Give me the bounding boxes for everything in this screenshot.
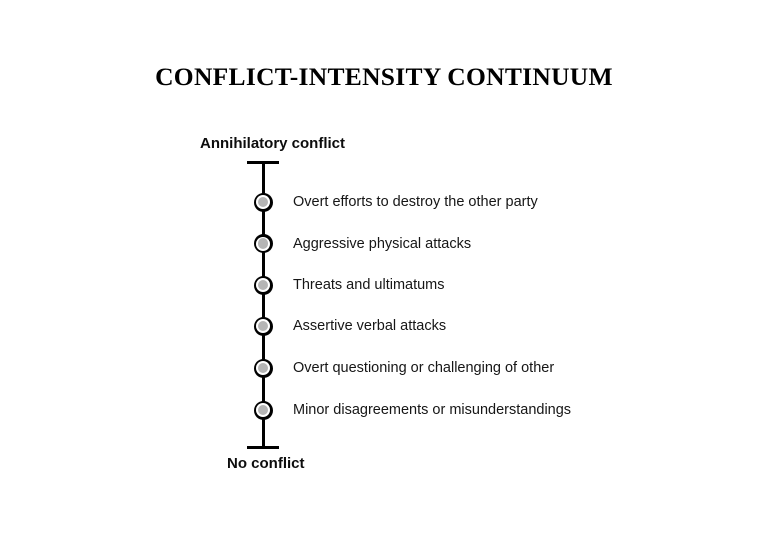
level-label: Aggressive physical attacks xyxy=(293,235,472,252)
continuum-level: Overt questioning or challenging of othe… xyxy=(253,358,555,378)
continuum-level: Overt efforts to destroy the other party xyxy=(253,192,538,212)
continuum-bottom-label: No conflict xyxy=(227,455,305,472)
level-label: Threats and ultimatums xyxy=(293,277,445,293)
level-label: Assertive verbal attacks xyxy=(293,318,447,334)
level-node-core xyxy=(257,196,269,208)
level-node-core xyxy=(257,320,269,332)
level-node-circle xyxy=(253,234,273,253)
level-node-circle xyxy=(253,358,273,378)
level-node-gap xyxy=(256,278,270,292)
level-node-core xyxy=(257,279,269,291)
level-node-core xyxy=(257,404,269,416)
level-node-circle xyxy=(253,400,273,420)
level-node-circle xyxy=(253,316,273,336)
continuum-level: Threats and ultimatums xyxy=(253,275,445,295)
level-node-circle xyxy=(253,275,273,295)
level-label: Minor disagreements or misunderstandings xyxy=(293,402,572,418)
level-label: Overt efforts to destroy the other party xyxy=(293,194,538,210)
diagram-title: CONFLICT-INTENSITY CONTINUUM xyxy=(155,62,613,91)
continuum-level: Minor disagreements or misunderstandings xyxy=(253,400,572,420)
level-label: Overt questioning or challenging of othe… xyxy=(293,360,555,376)
continuum-axis-line xyxy=(262,162,265,448)
level-node-core xyxy=(257,238,269,249)
level-node-gap xyxy=(256,361,270,375)
level-node-core xyxy=(257,362,269,374)
level-node-gap xyxy=(256,319,270,333)
level-node-circle xyxy=(253,192,273,212)
continuum-level: Aggressive physical attacks xyxy=(253,234,472,253)
level-node-gap xyxy=(256,195,270,209)
axis-bottom-cap xyxy=(247,446,279,449)
continuum-top-label: Annihilatory conflict xyxy=(200,135,346,152)
level-node-gap xyxy=(256,403,270,417)
level-node-gap xyxy=(256,236,270,251)
continuum-level: Assertive verbal attacks xyxy=(253,316,447,336)
